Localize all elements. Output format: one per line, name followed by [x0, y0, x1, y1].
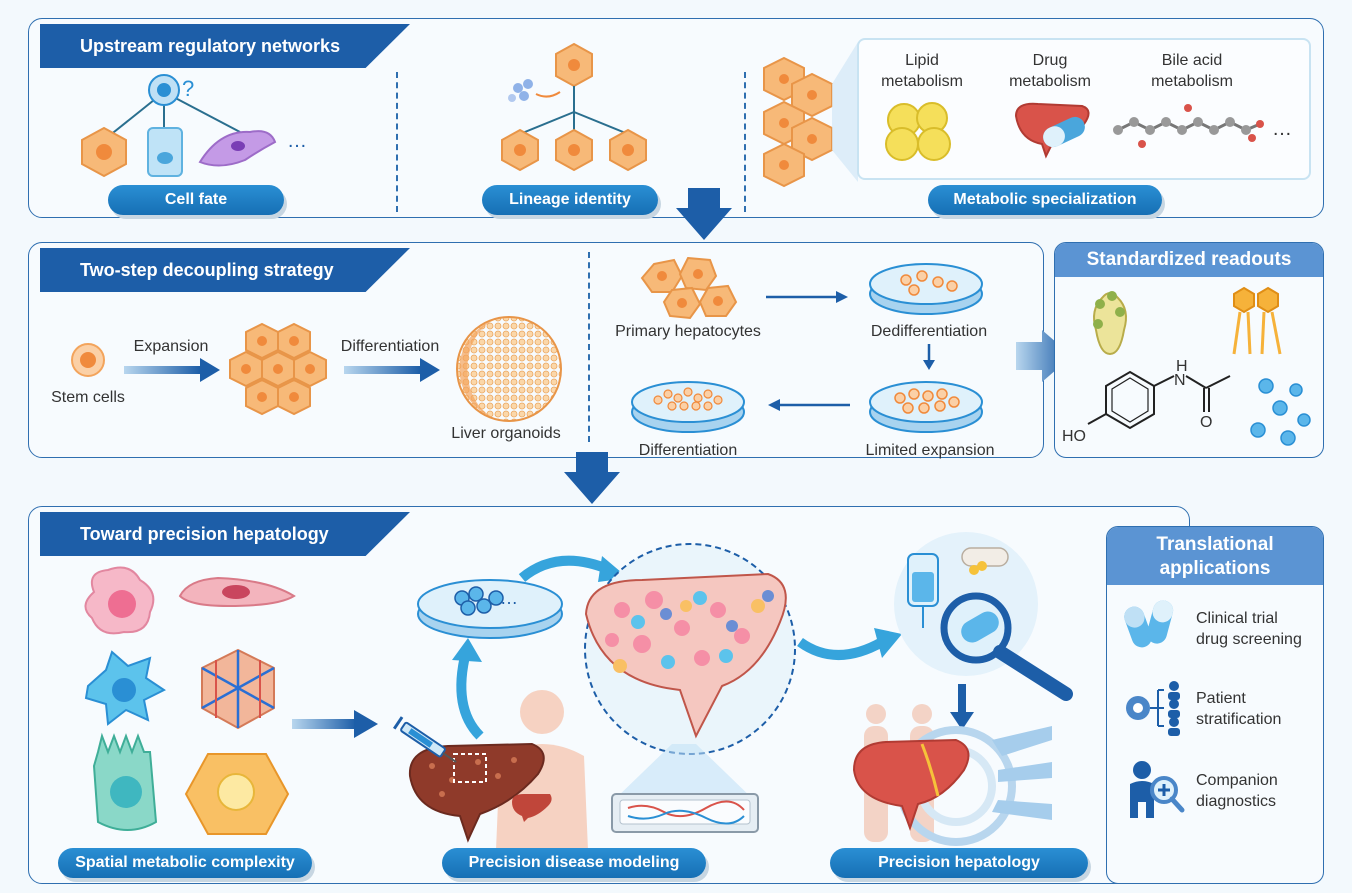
acetaminophen-structure-icon: [1087, 370, 1231, 430]
primary-hepatocytes-label: Primary hepatocytes: [615, 323, 761, 340]
section-title-precision: Toward precision hepatology: [40, 512, 410, 556]
differentiation-dish-label: Differentiation: [638, 442, 738, 459]
curved-arrow-up: [452, 638, 484, 740]
liver-zoom-circle: [584, 543, 796, 755]
liver-capsule-icon: [1014, 102, 1090, 159]
pill-cell-fate: Cell fate: [108, 185, 284, 215]
organ-chip-projection: [611, 744, 759, 833]
clinical-trial-drug-screening-label: Clinical trial drug screening: [1196, 610, 1302, 648]
patient-stratification-icon: [1126, 681, 1180, 736]
dish-dedifferentiation-icon: [869, 263, 983, 315]
divider-2: [744, 72, 746, 212]
question-mark: ?: [182, 76, 195, 101]
dish-differentiation-icon: [631, 381, 745, 433]
liver-organoids-label: Liver organoids: [451, 425, 561, 442]
drug-metabolism-label: Drug metabolism: [1009, 52, 1091, 90]
capsules-icon: [1124, 600, 1174, 648]
small-liver-in-body-icon: [512, 794, 552, 822]
arrow-to-readouts: [1016, 330, 1072, 382]
divider-1: [396, 72, 398, 212]
drug-search-icon: [894, 532, 1073, 701]
primary-hepatocytes-icon: [640, 256, 738, 320]
dedifferentiation-label: Dedifferentiation: [870, 323, 988, 340]
companion-diagnostics-icon: [1130, 761, 1185, 818]
chem-n-label: N: [1174, 372, 1186, 389]
stem-cell-icon: [71, 343, 105, 377]
limited-expansion-label: Limited expansion: [865, 442, 995, 459]
cell-fate-diagram: [81, 74, 277, 178]
bile-acid-metabolism-label: Bile acid metabolism: [1151, 52, 1233, 90]
arrow-to-dedifferentiation: [766, 291, 848, 303]
down-arrow-1: [676, 188, 732, 240]
lipid-metabolism-label: Lipid metabolism: [881, 52, 963, 90]
cell-fate-ellipsis: …: [287, 130, 307, 152]
arrow-to-limited-expansion: [923, 344, 935, 370]
pill-precision-hepatology: Precision hepatology: [830, 848, 1088, 878]
arrow-to-differentiation-dish: [768, 399, 850, 411]
differentiation-arrow-label: Differentiation: [340, 338, 440, 355]
pill-metabolic-specialization: Metabolic specialization: [928, 185, 1162, 215]
companion-diagnostics-label: Companion diagnostics: [1196, 772, 1278, 810]
injured-liver-icon: [408, 742, 545, 843]
organoid-bud-icon: [1093, 291, 1127, 356]
curved-arrow-to-drug: [797, 628, 902, 660]
patient-stratification-label: Patient stratification: [1196, 690, 1282, 728]
pill-precision-disease-modeling: Precision disease modeling: [442, 848, 706, 878]
section-title-upstream: Upstream regulatory networks: [40, 24, 410, 68]
blue-spheres-icon: [1250, 378, 1311, 446]
differentiation-arrow: [344, 358, 440, 382]
section-title-decoupling: Two-step decoupling strategy: [40, 248, 410, 292]
pill-lineage-identity: Lineage identity: [482, 185, 658, 215]
chem-ho-label: HO: [1062, 428, 1086, 445]
bile-acid-molecule-icon: [1113, 104, 1264, 148]
patient-dish-icon: [417, 579, 563, 639]
expansion-arrow: [124, 358, 220, 382]
down-arrow-2: [564, 452, 620, 504]
arrow-to-liver: [292, 710, 378, 738]
translational-title: Translational applications: [1107, 527, 1323, 585]
dish-limited-expansion-icon: [869, 381, 983, 433]
membrane-lipid-icon: [1232, 286, 1282, 355]
metabolism-ellipsis: …: [1272, 118, 1292, 140]
hepatocyte-types-grid: [84, 566, 296, 835]
lineage-diagram: [501, 42, 647, 172]
hepatocyte-cluster: [763, 42, 858, 188]
lipid-droplets-icon: [885, 102, 951, 161]
targeted-liver-icon: [852, 704, 1052, 846]
down-arrow-3: [950, 684, 974, 730]
chem-o-label: O: [1200, 414, 1213, 431]
chem-h-label: H: [1176, 358, 1188, 375]
readouts-title: Standardized readouts: [1055, 243, 1323, 277]
divider-3: [588, 252, 590, 442]
expanded-cell-cluster: [229, 322, 327, 416]
liver-organoid-icon: [456, 316, 562, 422]
syringe-icon: [392, 716, 457, 763]
dish-ellipsis: …: [500, 588, 518, 608]
expansion-label: Expansion: [133, 338, 209, 355]
pill-spatial-metabolic-complexity: Spatial metabolic complexity: [58, 848, 312, 878]
stem-cells-label: Stem cells: [51, 389, 125, 406]
